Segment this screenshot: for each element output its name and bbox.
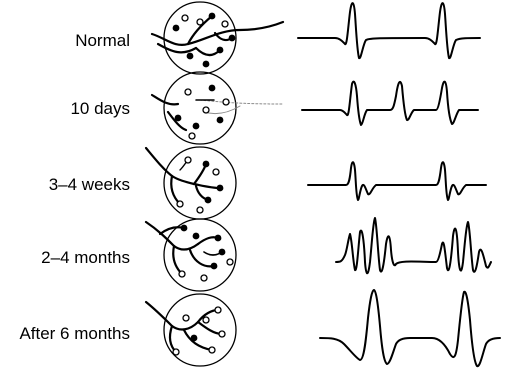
- innervated-fibre-dot: [181, 225, 188, 232]
- denervated-fibre-dot: [189, 133, 195, 139]
- innervated-fibre-dot: [203, 161, 210, 168]
- innervated-fibre-dot: [191, 335, 198, 342]
- motor-unit-10-days: [152, 72, 282, 144]
- denervated-fibre-dot: [222, 21, 228, 27]
- axon-branch: [194, 184, 220, 188]
- denervated-fibre-dot: [197, 207, 203, 213]
- innervated-fibre-dot: [187, 53, 194, 60]
- muscle-cross-section: [164, 2, 236, 74]
- innervated-fibre-dot: [219, 249, 226, 256]
- motor-unit-normal: [152, 2, 283, 74]
- axon-branch: [194, 164, 206, 184]
- denervated-fibre-dot: [219, 331, 225, 337]
- denervated-fibre-dot: [213, 169, 219, 175]
- innervated-fibre-dot: [193, 123, 200, 130]
- waveform-2-4-months: [336, 218, 491, 273]
- axon-branch: [146, 148, 194, 184]
- innervated-fibre-dot: [217, 47, 224, 54]
- denervated-fibre-dot: [185, 89, 191, 95]
- innervated-fibre-dot: [193, 233, 200, 240]
- axon-branch: [190, 250, 214, 266]
- axon-branch: [198, 322, 222, 334]
- denervated-fibre-dot: [223, 99, 229, 105]
- denervated-fibre-dot: [173, 349, 179, 355]
- muscle-cross-section: [164, 219, 236, 291]
- axon-branch: [170, 326, 176, 352]
- denervated-fibre-dot: [201, 275, 207, 281]
- denervated-fibre-dot: [197, 19, 203, 25]
- innervated-fibre-dot: [229, 35, 236, 42]
- innervated-fibre-dot: [209, 13, 216, 20]
- innervated-fibre-dot: [203, 61, 210, 68]
- denervated-fibre-dot: [209, 347, 215, 353]
- innervated-fibre-dot: [215, 235, 222, 242]
- denervated-fibre-dot: [179, 271, 185, 277]
- motor-unit-after-6-months: [146, 294, 236, 366]
- denervated-fibre-dot: [203, 317, 209, 323]
- denervated-fibre-dot: [203, 107, 209, 113]
- innervated-fibre-dot: [211, 263, 218, 270]
- innervated-fibre-dot: [175, 115, 182, 122]
- motor-unit-3-4-weeks: [146, 147, 236, 219]
- axon-branch: [196, 48, 220, 55]
- denervated-fibre-dot: [177, 201, 183, 207]
- motor-unit-2-4-months: [146, 219, 236, 291]
- axon-branch: [152, 22, 283, 45]
- denervated-fibre-dot: [183, 315, 189, 321]
- waveform-10-days: [302, 82, 478, 125]
- denervated-fibre-dot: [185, 157, 191, 163]
- innervated-fibre-dot: [217, 185, 224, 192]
- axon-branch: [184, 330, 212, 350]
- innervated-fibre-dot: [205, 197, 212, 204]
- waveform-after-6-months: [320, 290, 500, 366]
- innervated-fibre-dot: [173, 25, 180, 32]
- innervated-fibre-dot: [217, 117, 224, 124]
- denervated-fibre-dot: [182, 15, 188, 21]
- waveform-normal: [298, 3, 480, 58]
- denervated-fibre-dot: [215, 307, 221, 313]
- denervated-fibre-dot: [227, 259, 233, 265]
- waveform-3-4-weeks: [308, 162, 486, 200]
- axon-branch: [146, 222, 198, 250]
- muscle-cross-section: [164, 72, 236, 144]
- innervated-fibre-dot: [209, 85, 216, 92]
